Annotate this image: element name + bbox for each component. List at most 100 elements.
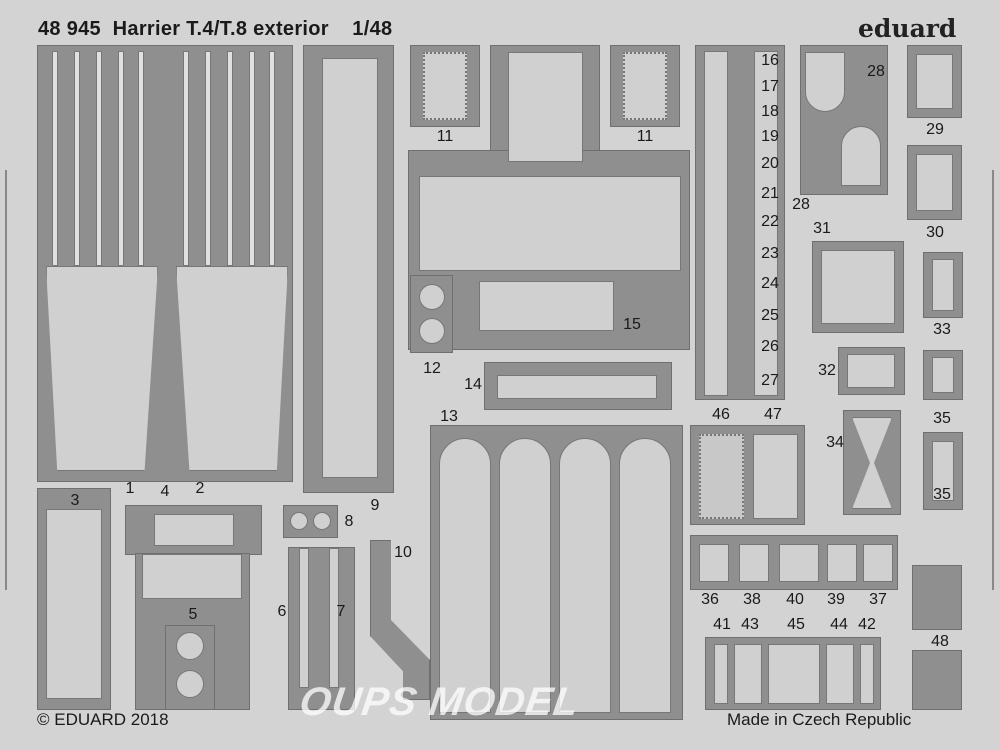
- fret-part-5: [165, 625, 215, 710]
- part-12: [419, 318, 445, 344]
- part-label-34: 34: [826, 434, 844, 451]
- part-42: [860, 644, 874, 704]
- fret-part-29: [907, 45, 962, 118]
- fret-center-body: [408, 150, 690, 350]
- part-label-18: 18: [761, 103, 779, 120]
- part-label-24: 24: [761, 275, 779, 292]
- strut: [249, 51, 255, 266]
- strut: [227, 51, 233, 266]
- part-label-8: 8: [344, 513, 354, 530]
- part-label-11: 11: [436, 128, 454, 145]
- part-label-6: 6: [277, 603, 287, 620]
- fret-parts-46-47: [690, 425, 805, 525]
- part-label-35: 35: [933, 486, 951, 503]
- part-label-23: 23: [761, 245, 779, 262]
- part-11: [623, 52, 667, 120]
- part-label-16: 16: [761, 52, 779, 69]
- fret-part-48b: [912, 650, 962, 710]
- fret-part-11a: [410, 45, 480, 127]
- part-label-2: 2: [195, 480, 205, 497]
- eduard-logo: eduard: [858, 14, 957, 43]
- part-label-12: 12: [423, 360, 441, 377]
- part-strip-left: [704, 51, 728, 396]
- part-label-32: 32: [818, 362, 836, 379]
- part-label-39: 39: [827, 591, 845, 608]
- strut: [269, 51, 275, 266]
- part-43: [734, 644, 762, 704]
- part-label-10: 10: [394, 544, 412, 561]
- part-9: [322, 58, 378, 478]
- fret-part-13: [430, 425, 683, 720]
- part-28: [805, 52, 845, 112]
- part-label-17: 17: [761, 78, 779, 95]
- fret-parts-36-37: [690, 535, 898, 590]
- center-upper-panel: [508, 52, 583, 162]
- part-label-38: 38: [743, 591, 761, 608]
- part-label-33: 33: [933, 321, 951, 338]
- part-13: [439, 438, 491, 713]
- part-12: [419, 284, 445, 310]
- part-40: [779, 544, 819, 582]
- fret-part-35a: [923, 350, 963, 400]
- part-label-43: 43: [741, 616, 759, 633]
- part-label-9: 9: [370, 497, 380, 514]
- fret-part-48a: [912, 565, 962, 630]
- fret-part-11b: [610, 45, 680, 127]
- fret-part-14: [484, 362, 672, 410]
- part-46: [699, 434, 744, 519]
- fret-parts-6-7: [288, 547, 355, 710]
- part-34: [852, 417, 892, 509]
- fret-part-3: [37, 488, 111, 710]
- part-3: [46, 509, 102, 699]
- part-label-14: 14: [464, 376, 482, 393]
- part-1: [46, 266, 158, 471]
- part-label-46: 46: [712, 406, 730, 423]
- part-13: [499, 438, 551, 713]
- part-33: [932, 259, 954, 311]
- fret-part-31: [812, 241, 904, 333]
- part-label-7: 7: [336, 603, 346, 620]
- part-35: [932, 441, 954, 501]
- part-4: [154, 514, 234, 546]
- part-label-19: 19: [761, 128, 779, 145]
- sheet-right-edge: [992, 170, 994, 590]
- part-label-1: 1: [125, 480, 135, 497]
- part-label-20: 20: [761, 155, 779, 172]
- part-8: [290, 512, 308, 530]
- strut: [52, 51, 58, 266]
- part-label-4: 4: [160, 483, 170, 500]
- part-strip-right: [754, 51, 778, 396]
- fret-part-12: [410, 275, 453, 353]
- part-37: [863, 544, 893, 582]
- fret-parts-1-2: [37, 45, 293, 482]
- part-39: [827, 544, 857, 582]
- part-32: [847, 354, 895, 388]
- part-label-44: 44: [830, 616, 848, 633]
- strut: [96, 51, 102, 266]
- fret-part-8: [283, 505, 338, 538]
- sheet-left-edge: [5, 170, 7, 590]
- part-7: [329, 548, 339, 688]
- part-label-28: 28: [867, 63, 885, 80]
- part-38: [739, 544, 769, 582]
- part-label-45: 45: [787, 616, 805, 633]
- part-5: [176, 670, 204, 698]
- sheet-title: 48 945 Harrier T.4/T.8 exterior 1/48: [38, 18, 393, 40]
- part-8: [313, 512, 331, 530]
- part-5: [176, 632, 204, 660]
- part-label-36: 36: [701, 591, 719, 608]
- watermark: OUPS MODEL: [296, 680, 583, 724]
- part-label-31: 31: [813, 220, 831, 237]
- fret-part-32: [838, 347, 905, 395]
- part-label-26: 26: [761, 338, 779, 355]
- fret-part-33: [923, 252, 963, 318]
- part-label-11: 11: [636, 128, 654, 145]
- fret-parts-16-27: [695, 45, 785, 400]
- part-13: [559, 438, 611, 713]
- part-label-28: 28: [792, 196, 810, 213]
- part-41: [714, 644, 728, 704]
- part-11: [423, 52, 467, 120]
- part-47: [753, 434, 798, 519]
- part-label-48: 48: [931, 633, 949, 650]
- part-label-5: 5: [188, 606, 198, 623]
